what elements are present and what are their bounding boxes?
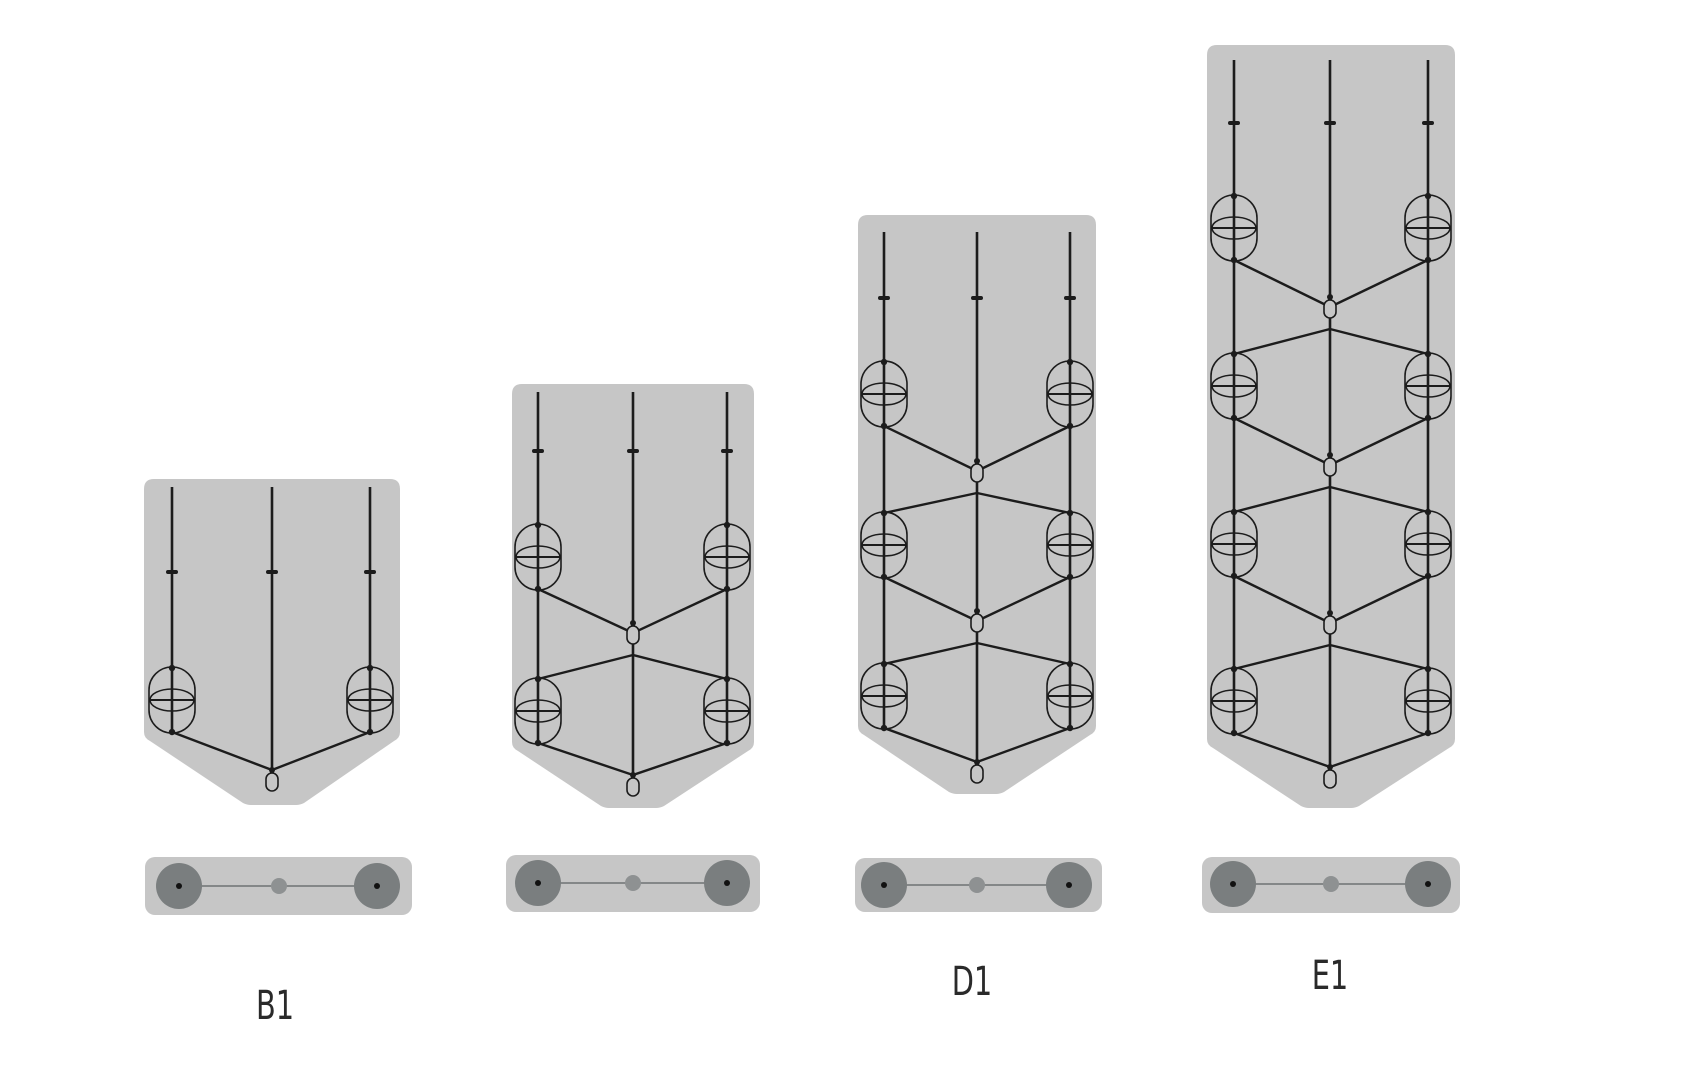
cylinder-module-icon bbox=[703, 675, 751, 747]
tower-label-d1: D1 bbox=[951, 959, 993, 1005]
cylinder-module-icon bbox=[860, 509, 908, 581]
core-circle-icon bbox=[969, 877, 985, 893]
cylinder-module-icon bbox=[346, 664, 394, 736]
cylinder-module-icon bbox=[514, 675, 562, 747]
cylinder-module-icon bbox=[1210, 350, 1258, 422]
tower-elevation-e bbox=[1207, 45, 1455, 808]
tower-plan-e bbox=[1202, 857, 1460, 913]
junction-capsule-icon bbox=[970, 764, 984, 784]
cylinder-module-icon bbox=[860, 660, 908, 732]
cylinder-module-icon bbox=[1046, 660, 1094, 732]
junction-capsule-icon bbox=[1323, 615, 1337, 635]
junction-capsule-icon bbox=[626, 777, 640, 797]
cylinder-module-icon bbox=[860, 358, 908, 430]
cylinder-module-icon bbox=[1210, 192, 1258, 264]
cylinder-module-icon bbox=[1046, 358, 1094, 430]
junction-capsule-icon bbox=[1323, 769, 1337, 789]
core-circle-icon bbox=[271, 878, 287, 894]
tower-label-b1: B1 bbox=[255, 983, 295, 1029]
cylinder-module-icon bbox=[148, 664, 196, 736]
cylinder-module-icon bbox=[1404, 350, 1452, 422]
tower-label-e1: E1 bbox=[1311, 953, 1349, 999]
tower-plan-d bbox=[855, 858, 1102, 912]
core-circle-icon bbox=[1323, 876, 1339, 892]
junction-capsule-icon bbox=[265, 772, 279, 792]
cylinder-module-icon bbox=[703, 521, 751, 593]
tower-plan-b bbox=[145, 857, 412, 915]
junction-capsule-icon bbox=[1323, 299, 1337, 319]
junction-capsule-icon bbox=[970, 613, 984, 633]
cylinder-module-icon bbox=[1046, 509, 1094, 581]
cylinder-module-icon bbox=[1404, 192, 1452, 264]
cylinder-module-icon bbox=[1404, 508, 1452, 580]
cylinder-module-icon bbox=[1210, 665, 1258, 737]
cylinder-module-icon bbox=[514, 521, 562, 593]
cylinder-module-icon bbox=[1404, 665, 1452, 737]
junction-capsule-icon bbox=[626, 625, 640, 645]
tower-plan-c bbox=[506, 855, 760, 912]
tower-elevation-b bbox=[144, 479, 400, 805]
junction-capsule-icon bbox=[970, 463, 984, 483]
junction-capsule-icon bbox=[1323, 457, 1337, 477]
cylinder-module-icon bbox=[1210, 508, 1258, 580]
tower-elevation-c bbox=[512, 384, 754, 808]
core-circle-icon bbox=[625, 875, 641, 891]
tower-elevation-d bbox=[858, 215, 1096, 794]
